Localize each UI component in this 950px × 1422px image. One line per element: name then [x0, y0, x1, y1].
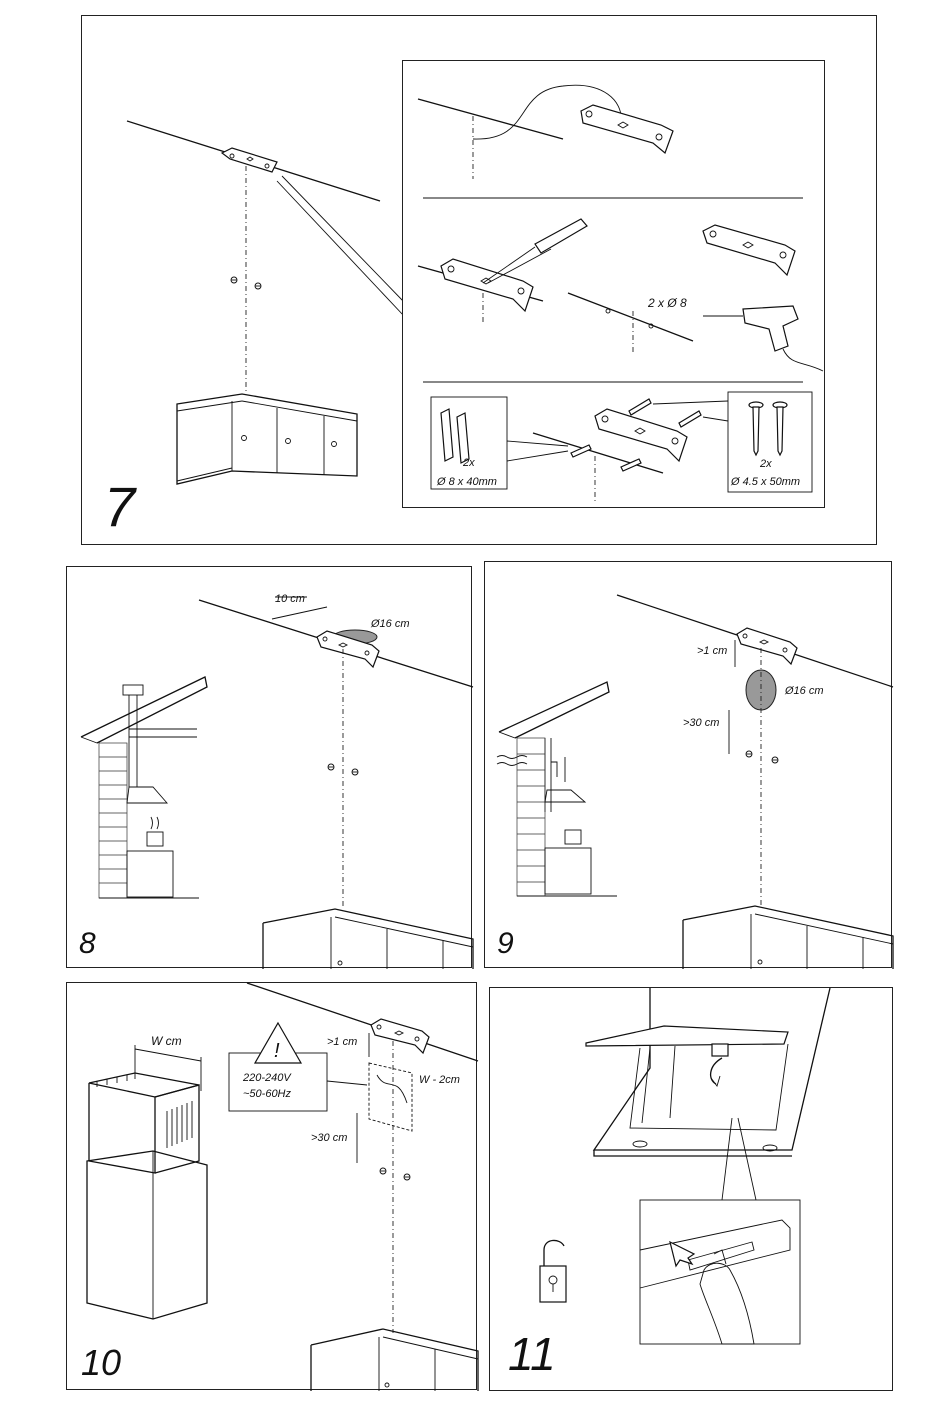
- step-8-illustration: 10 cm Ø16 cm: [67, 567, 473, 969]
- mounting-bracket: [737, 628, 797, 664]
- screw-icon: [404, 1174, 410, 1180]
- chimney-cover: [87, 1073, 207, 1319]
- mounting-bracket: [581, 105, 673, 153]
- step-9-panel: >1 cm Ø16 cm >30 cm: [484, 561, 892, 968]
- top-gap-label: >1 cm: [697, 645, 727, 657]
- callout-line: [327, 1081, 367, 1085]
- callout-line: [507, 451, 568, 461]
- screws-size: Ø 4.5 x 50mm: [730, 476, 800, 488]
- step-number: 8: [79, 927, 96, 960]
- mounting-bracket: [371, 1019, 429, 1053]
- dimension-line: [272, 607, 327, 619]
- push-arrow-icon: [670, 1242, 694, 1266]
- bottom-gap-label: >30 cm: [311, 1132, 347, 1144]
- warning-symbol: !: [274, 1040, 280, 1062]
- screw-icon: [352, 769, 358, 775]
- electric-drill-icon: [743, 306, 823, 371]
- wall-plug-icon: [441, 409, 469, 463]
- callout-line: [703, 417, 728, 421]
- hand-press-illustration: [640, 1220, 790, 1344]
- wall-cabinets: [683, 906, 893, 969]
- step-7-panel: 7: [81, 15, 877, 545]
- step-11-panel: 11: [489, 987, 893, 1391]
- callout-line: [653, 401, 728, 404]
- hole-diameter-label: Ø16 cm: [370, 618, 410, 630]
- step-10-panel: W cm ! 220-240V ~50-60Hz >1 cm W - 2cm >…: [66, 982, 477, 1390]
- wall-cabinets: [177, 394, 357, 484]
- electrical-cutout: [369, 1063, 412, 1131]
- screw-icon: [749, 402, 787, 455]
- power-cable: [377, 1075, 407, 1103]
- drill-size-label: 2 x Ø 8: [647, 296, 687, 310]
- dimension-line: [135, 1049, 201, 1061]
- frequency-label: ~50-60Hz: [243, 1088, 292, 1100]
- screw-icon: [772, 757, 778, 763]
- screw-icon: [380, 1168, 386, 1174]
- marking-line: [488, 249, 551, 283]
- screw-icon: [231, 277, 237, 283]
- step-number: 9: [497, 927, 514, 960]
- hood-body: [586, 988, 830, 1156]
- mounting-bracket: [222, 148, 277, 172]
- callout-line: [507, 441, 568, 446]
- zoom-line: [738, 1118, 756, 1200]
- mounting-bracket: [595, 409, 687, 461]
- offset-label: 10 cm: [275, 593, 305, 605]
- voltage-label: 220-240V: [242, 1072, 292, 1084]
- screw-icon: [255, 283, 261, 289]
- step-11-illustration: 11: [490, 988, 894, 1392]
- top-gap-label: >1 cm: [327, 1036, 357, 1048]
- unlock-padlock-icon: [540, 1240, 566, 1302]
- screw-icon: [629, 399, 651, 415]
- chimney-width-label: W cm: [151, 1034, 182, 1048]
- zoom-line: [282, 176, 404, 302]
- step-9-illustration: >1 cm Ø16 cm >30 cm: [485, 562, 893, 969]
- zoom-line: [277, 181, 404, 316]
- screws-quantity: 2x: [759, 458, 772, 470]
- screw-icon: [328, 764, 334, 770]
- wall-cabinets: [311, 1329, 478, 1391]
- cutout-width-label: W - 2cm: [419, 1074, 460, 1086]
- hole-diameter-label: Ø16 cm: [784, 685, 824, 697]
- step-number: 7: [104, 475, 137, 538]
- wall-cabinets: [263, 909, 473, 969]
- screw-icon: [746, 751, 752, 757]
- screw-icon: [679, 411, 701, 427]
- step-7-detail-box: 2 x Ø 8 2x Ø 8 x 40mm: [402, 60, 825, 508]
- mounting-bracket: [441, 259, 533, 311]
- zoom-line: [722, 1118, 732, 1200]
- house-exhaust-illustration: [81, 677, 207, 898]
- drill-mark: [606, 309, 610, 313]
- step-number: 10: [81, 1342, 121, 1383]
- plugs-size: Ø 8 x 40mm: [436, 476, 497, 488]
- mounting-bracket: [703, 225, 795, 275]
- step-7-detail-illustration: 2 x Ø 8 2x Ø 8 x 40mm: [403, 61, 826, 509]
- step-number: 11: [508, 1328, 556, 1380]
- plugs-quantity: 2x: [462, 457, 475, 469]
- step-8-panel: 10 cm Ø16 cm: [66, 566, 472, 968]
- ceiling-line: [418, 99, 563, 139]
- bottom-gap-label: >30 cm: [683, 717, 719, 729]
- house-exhaust-illustration: [497, 682, 617, 896]
- wall-plug-icon: [571, 445, 591, 457]
- step-10-illustration: W cm ! 220-240V ~50-60Hz >1 cm W - 2cm >…: [67, 983, 478, 1391]
